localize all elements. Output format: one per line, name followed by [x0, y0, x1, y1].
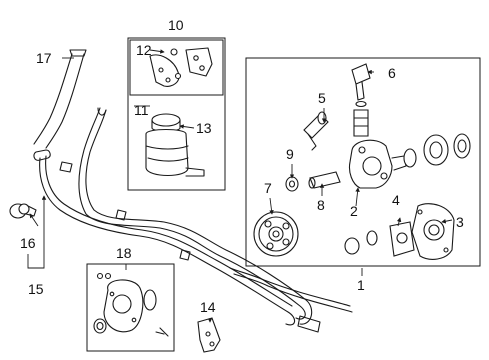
callout-13: 13 — [196, 120, 212, 136]
shaft-8[interactable] — [308, 171, 341, 189]
leader-lines — [27, 49, 453, 323]
gasket-kit-frame — [86, 263, 175, 352]
callout-6: 6 — [388, 65, 396, 81]
callout-4: 4 — [392, 192, 400, 208]
callout-1: 1 — [357, 277, 365, 293]
hose-17[interactable] — [33, 49, 87, 149]
callout-18: 18 — [116, 245, 132, 261]
callout-14: 14 — [200, 299, 216, 315]
callout-7: 7 — [264, 180, 272, 196]
callout-17: 17 — [36, 50, 52, 66]
reservoir-assembly-frame — [127, 37, 226, 191]
callout-2: 2 — [350, 203, 358, 219]
pump-body-2[interactable] — [348, 133, 471, 189]
reservoir-13[interactable] — [145, 113, 205, 177]
callout-10: 10 — [168, 17, 184, 33]
callout-11: 11 — [134, 102, 149, 118]
callout-5: 5 — [318, 90, 326, 106]
callout-9: 9 — [286, 146, 294, 162]
power-steering-lines[interactable] — [33, 107, 353, 333]
callout-12: 12 — [136, 42, 152, 58]
reservoir-bracket-subframe — [129, 39, 224, 96]
cover-3[interactable] — [411, 203, 455, 260]
gasket-kit-18[interactable] — [93, 272, 169, 337]
gasket-4[interactable] — [344, 221, 415, 257]
bracket-12[interactable] — [149, 47, 213, 87]
callout-8: 8 — [317, 197, 325, 213]
pump-assembly-frame — [245, 57, 481, 267]
pulley-7[interactable] — [253, 211, 299, 257]
cap-16[interactable] — [9, 203, 37, 219]
bracket-14[interactable] — [197, 317, 221, 353]
callout-16: 16 — [20, 235, 36, 251]
seal-9[interactable] — [285, 176, 299, 192]
valve-6[interactable] — [351, 63, 371, 137]
callout-15: 15 — [28, 281, 44, 297]
callout-3: 3 — [456, 214, 464, 230]
